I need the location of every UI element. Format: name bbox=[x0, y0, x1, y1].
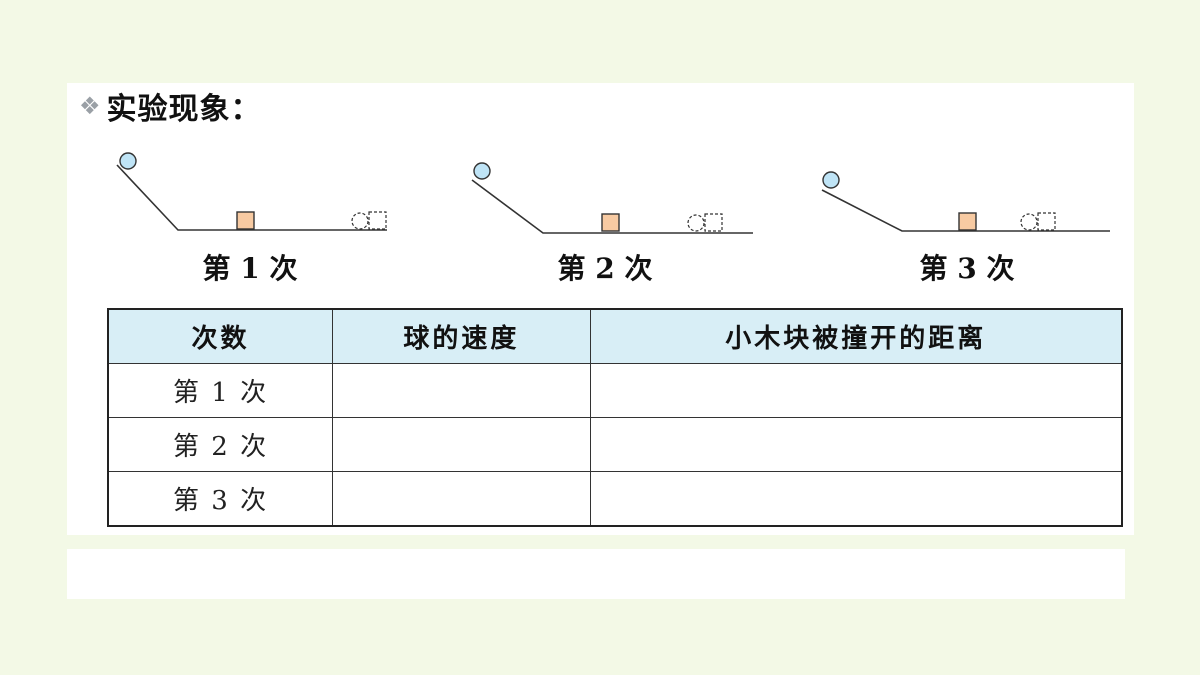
distance-cell[interactable] bbox=[589, 471, 1123, 527]
ramp-line bbox=[471, 179, 753, 234]
ghost-block bbox=[704, 213, 723, 232]
distance-cell[interactable] bbox=[589, 417, 1123, 472]
speed-cell[interactable] bbox=[332, 363, 591, 418]
ball bbox=[822, 171, 840, 189]
trial-caption-3: 第 3 次 bbox=[919, 252, 1015, 285]
ramp-line bbox=[821, 189, 1110, 232]
ghost-block bbox=[368, 211, 387, 230]
ghost-block bbox=[1037, 212, 1056, 231]
table-header-row: 次数 球的速度 小木块被撞开的距离 bbox=[107, 308, 1123, 364]
experiment-card: ❖ 实验现象： 第 1 次 第 2 次 第 3 次 bbox=[67, 83, 1134, 535]
results-table: 次数 球的速度 小木块被撞开的距离 第 1 次 第 2 次 第 3 次 bbox=[107, 308, 1123, 527]
ramp-diagram-3 bbox=[821, 171, 1110, 232]
table-row: 第 3 次 bbox=[107, 471, 1123, 527]
row-label: 第 3 次 bbox=[107, 471, 334, 527]
ghost-ball bbox=[1020, 213, 1038, 231]
header-block-distance: 小木块被撞开的距离 bbox=[589, 308, 1123, 364]
speed-cell[interactable] bbox=[332, 471, 591, 527]
wood-block bbox=[601, 213, 620, 232]
distance-cell[interactable] bbox=[589, 363, 1123, 418]
ramp-line bbox=[116, 164, 387, 231]
ramp-diagram-2 bbox=[471, 162, 753, 234]
ramp-diagrams bbox=[116, 152, 1110, 234]
section-heading: ❖ 实验现象： bbox=[79, 89, 262, 127]
header-trial-count: 次数 bbox=[107, 308, 334, 364]
answer-area bbox=[67, 549, 1125, 599]
ramp-diagram-1 bbox=[116, 152, 387, 231]
row-label: 第 2 次 bbox=[107, 417, 334, 472]
ghost-ball bbox=[687, 214, 705, 232]
header-ball-speed: 球的速度 bbox=[332, 308, 591, 364]
ghost-ball bbox=[351, 212, 369, 230]
row-label: 第 1 次 bbox=[107, 363, 334, 418]
table-row: 第 1 次 bbox=[107, 363, 1123, 418]
table-row: 第 2 次 bbox=[107, 417, 1123, 472]
speed-cell[interactable] bbox=[332, 417, 591, 472]
wood-block bbox=[236, 211, 255, 230]
diamond-bullet-icon: ❖ bbox=[79, 92, 101, 120]
trial-caption-2: 第 2 次 bbox=[557, 252, 653, 285]
wood-block bbox=[958, 212, 977, 231]
section-heading-text: 实验现象： bbox=[106, 92, 262, 127]
ball bbox=[119, 152, 137, 170]
trial-caption-1: 第 1 次 bbox=[202, 252, 298, 285]
ball bbox=[473, 162, 491, 180]
